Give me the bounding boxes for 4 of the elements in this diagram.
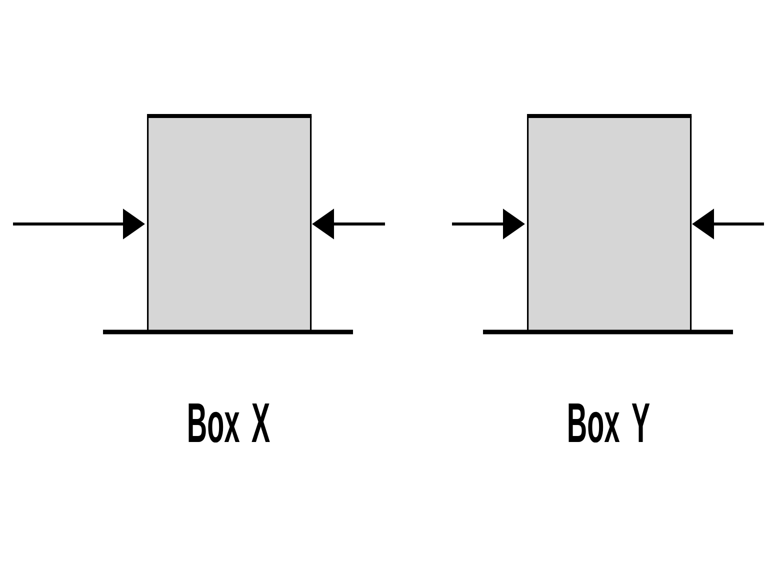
- box-caption: Box X: [188, 403, 270, 443]
- box: [147, 114, 312, 332]
- box-caption: Box Y: [568, 403, 650, 443]
- box: [527, 114, 692, 332]
